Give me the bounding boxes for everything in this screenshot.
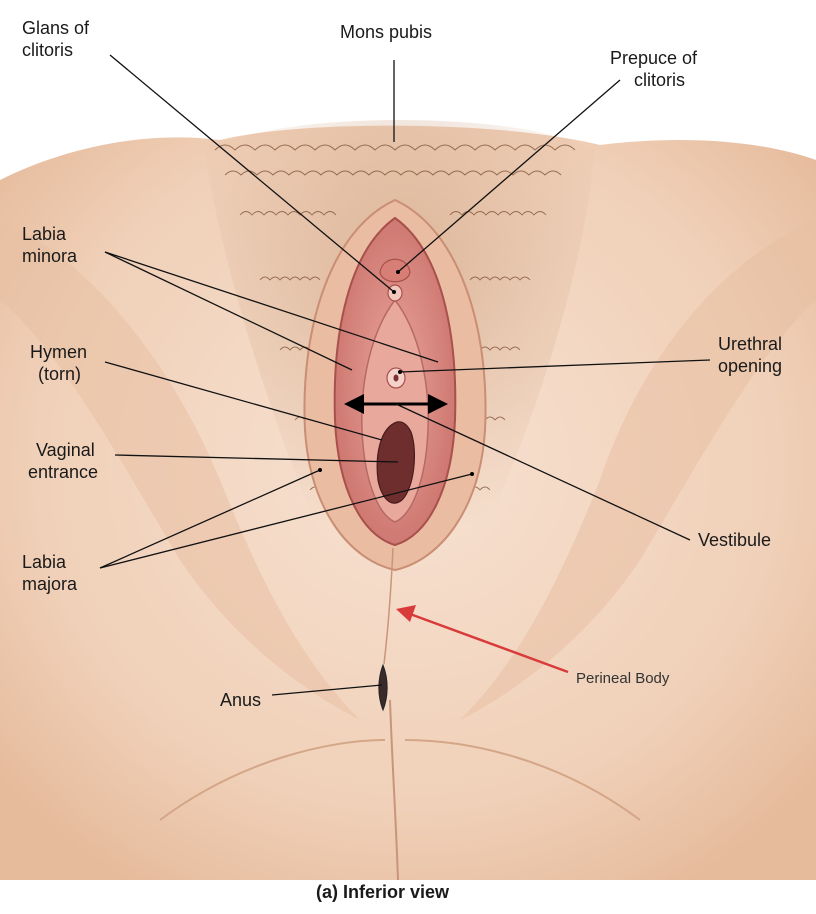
- label-prepuce-of-clitoris: Prepuce of clitoris: [610, 48, 702, 90]
- leader-glans: [109, 54, 395, 293]
- right-buttock-contour: [404, 739, 641, 821]
- anus-shape: [378, 663, 388, 712]
- leader-minora-b: [104, 251, 439, 363]
- label-glans-of-clitoris: Glans of clitoris: [22, 18, 94, 60]
- urethral-opening-hole: [393, 374, 399, 382]
- label-anus: Anus: [220, 690, 261, 710]
- label-labia-minora: Labia minora: [22, 224, 78, 266]
- leader-lines: [99, 54, 711, 696]
- leader-dot-urethral: [398, 370, 402, 374]
- right-thigh-shading: [460, 220, 816, 720]
- leader-dot-majora-b: [470, 472, 474, 476]
- left-thigh-shading: [0, 220, 360, 720]
- buttocks-crease: [389, 699, 399, 881]
- label-vestibule: Vestibule: [698, 530, 771, 550]
- leader-majora-a: [99, 469, 321, 569]
- label-hymen: Hymen (torn): [30, 342, 92, 384]
- leader-dot-prepuce: [396, 270, 400, 274]
- leader-dot-glans: [392, 290, 396, 294]
- label-perineal-body: Perineal Body: [576, 670, 670, 687]
- figure-caption: (a) Inferior view: [316, 882, 450, 902]
- leader-hymen: [104, 361, 383, 441]
- leader-prepuce: [397, 79, 621, 273]
- leader-dot-majora-a: [318, 468, 322, 472]
- prepuce-shape: [379, 258, 411, 283]
- perineal-body-arrow: [396, 605, 569, 674]
- leader-vaginal: [114, 454, 399, 463]
- label-urethral-opening: Urethral opening: [718, 334, 787, 376]
- label-labia-majora: Labia majora: [22, 552, 78, 594]
- label-mons-pubis: Mons pubis: [340, 22, 432, 42]
- leader-urethral: [399, 359, 711, 373]
- left-buttock-contour: [159, 739, 386, 821]
- leader-anus: [271, 684, 383, 696]
- leader-minora-a: [104, 251, 353, 371]
- label-vaginal-entrance: Vaginal entrance: [28, 440, 100, 482]
- leader-vestibule: [395, 403, 691, 541]
- perineum-line: [383, 547, 394, 665]
- leader-majora-b: [99, 473, 473, 569]
